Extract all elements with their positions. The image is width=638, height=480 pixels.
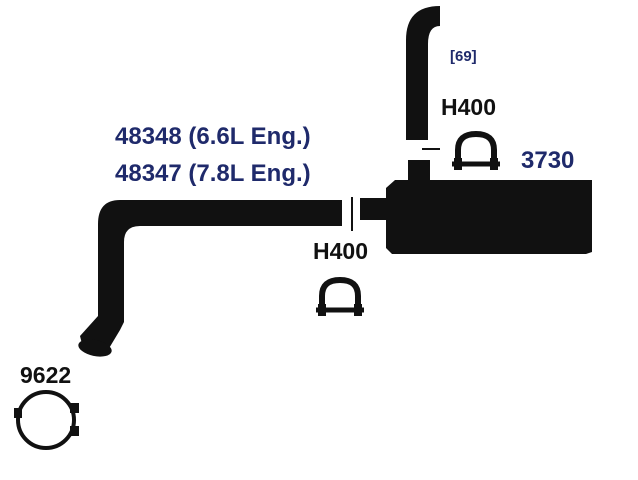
- gasket-part-label: 9622: [20, 362, 72, 388]
- stack-pipe: [406, 6, 440, 190]
- pipe-part-label-1: 48348 (6.6L Eng.): [115, 123, 311, 150]
- u-bolt-clamp-lower: [316, 276, 364, 316]
- clamp-label-lower: H400: [313, 238, 368, 264]
- clamp-label-upper: H400: [441, 94, 496, 120]
- u-bolt-clamp-upper: [452, 130, 500, 170]
- intermediate-pipe: [78, 200, 342, 357]
- muffler-3730: [360, 180, 592, 254]
- gasket-9622: [14, 390, 79, 450]
- reference-label: [69]: [450, 48, 477, 65]
- muffler-part-label: 3730: [521, 147, 575, 174]
- pipe-part-label-2: 48347 (7.8L Eng.): [115, 160, 311, 187]
